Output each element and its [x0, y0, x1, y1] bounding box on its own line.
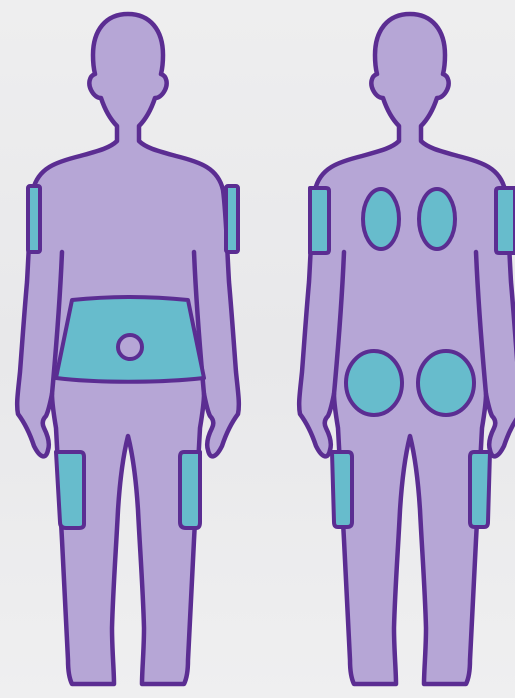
back-left-buttock-site: [346, 351, 402, 415]
front-left-thigh-site: [56, 452, 84, 528]
navel-icon: [118, 335, 142, 359]
back-right-buttock-site: [418, 351, 474, 415]
front-left-upper-arm-site: [28, 186, 40, 252]
back-left-upper-arm-site: [310, 188, 329, 253]
back-left-upper-back-site: [363, 189, 399, 249]
back-left-thigh-site: [332, 452, 352, 527]
back-right-upper-arm-site: [496, 188, 515, 253]
front-right-upper-arm-site: [226, 186, 238, 252]
back-right-upper-back-site: [419, 189, 455, 249]
back-right-thigh-site: [470, 452, 490, 527]
front-right-thigh-site: [180, 452, 200, 528]
